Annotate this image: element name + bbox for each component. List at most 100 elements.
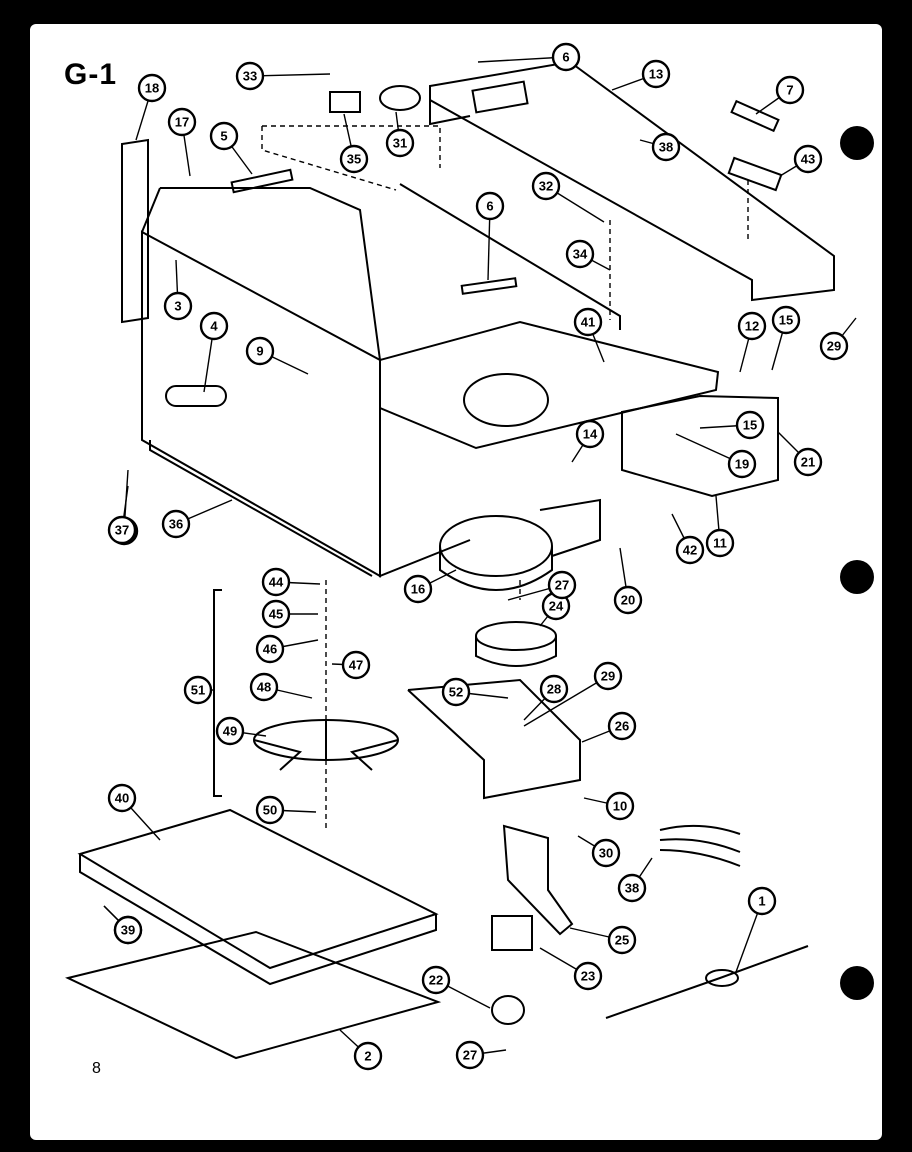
- callout-number: 2: [364, 1049, 371, 1064]
- binder-hole-top: [840, 126, 874, 160]
- latch-bar: [730, 99, 780, 133]
- callout-25: 25: [569, 925, 637, 955]
- callout-number: 26: [615, 719, 629, 734]
- callout-bubble: [209, 121, 239, 151]
- callout-bubble: [255, 634, 285, 664]
- callout-bubble: [617, 873, 647, 903]
- callout-bubble: [261, 599, 291, 629]
- callout-bubble: [775, 75, 805, 105]
- callout-49: 49: [215, 716, 267, 746]
- callout-bubble: [705, 528, 735, 558]
- callout-number: 48: [257, 680, 271, 695]
- bottom-shelf-edge: [79, 854, 437, 986]
- callout-27: 27: [455, 1040, 507, 1070]
- callout-7: 7: [755, 75, 805, 115]
- cabinet-top-edge: [160, 187, 381, 361]
- callout-bubble: [735, 410, 765, 440]
- callout-leader: [477, 56, 567, 63]
- callout-number: 3: [174, 299, 181, 314]
- callout-33: 33: [235, 61, 331, 91]
- callout-bubble: [215, 716, 245, 746]
- callout-bubble: [573, 961, 603, 991]
- callout-number: 47: [349, 658, 363, 673]
- callout-bubble: [403, 574, 433, 604]
- callout-bubble: [539, 674, 569, 704]
- callout-29: 29: [523, 661, 623, 727]
- callout-22: 22: [421, 965, 491, 1009]
- top-cover-window: [471, 80, 529, 114]
- callout-bubble: [593, 661, 623, 691]
- callout-number: 6: [486, 199, 493, 214]
- callout-bubble: [819, 331, 849, 361]
- callout-bubble: [613, 585, 643, 615]
- gasket: [460, 277, 518, 295]
- thermal-switch: [329, 91, 361, 113]
- callout-bubble: [245, 336, 275, 366]
- callout-11: 11: [705, 495, 735, 558]
- callout-6: 6: [475, 191, 505, 281]
- callout-44: 44: [261, 567, 321, 597]
- callout-29: 29: [819, 317, 857, 361]
- callout-9: 9: [245, 336, 309, 375]
- motor-plate: [475, 621, 557, 651]
- callout-bubble: [531, 171, 561, 201]
- callout-number: 38: [659, 140, 673, 155]
- callout-number: 30: [599, 846, 613, 861]
- callout-number: 34: [573, 247, 588, 262]
- power-cord: [605, 945, 809, 1019]
- callout-bubble: [771, 305, 801, 335]
- callout-15: 15: [699, 410, 765, 440]
- callout-48: 48: [249, 672, 313, 702]
- callout-number: 29: [601, 669, 615, 684]
- lamp-assembly: [165, 385, 227, 407]
- callout-28: 28: [523, 674, 569, 721]
- cabinet-bottom-edge: [149, 440, 373, 577]
- callout-number: 35: [347, 152, 361, 167]
- callout-bubble: [421, 965, 451, 995]
- callout-35: 35: [339, 113, 369, 174]
- callout-bubble: [475, 191, 505, 221]
- callout-26: 26: [581, 711, 637, 743]
- figure-id: G-1: [64, 58, 118, 91]
- callout-number: 4: [210, 319, 218, 334]
- fan-motor-bracket: [502, 824, 574, 936]
- callout-number: 21: [801, 455, 815, 470]
- callout-number: 12: [745, 319, 759, 334]
- parts-diagram-sheet: [30, 24, 882, 1140]
- callout-number: 14: [583, 427, 598, 442]
- callout-bubble: [575, 419, 605, 449]
- callout-41: 41: [573, 307, 605, 363]
- callout-leader: [523, 675, 609, 727]
- callout-number: 46: [263, 642, 277, 657]
- callout-38: 38: [617, 857, 653, 903]
- callout-45: 45: [261, 599, 318, 629]
- callout-number: 15: [779, 313, 793, 328]
- callout-bubble: [747, 886, 777, 916]
- callout-40: 40: [107, 783, 161, 841]
- callout-number: 39: [121, 923, 135, 938]
- cord-plug: [705, 969, 739, 987]
- callout-bubble: [793, 144, 823, 174]
- callout-bubble: [235, 61, 265, 91]
- callout-number: 7: [786, 83, 793, 98]
- callout-15: 15: [771, 305, 801, 371]
- callout-number: 51: [191, 683, 205, 698]
- floor-plate-hole: [463, 373, 549, 427]
- callout-bubble: [793, 447, 823, 477]
- cabinet-rear-rail: [399, 183, 621, 330]
- callout-bubble: [339, 144, 369, 174]
- callout-34: 34: [565, 239, 611, 271]
- assembly-lines: [261, 125, 749, 830]
- cabinet-floor-plate: [379, 320, 720, 450]
- callout-number: 11: [713, 536, 727, 551]
- callout-number: 16: [411, 582, 425, 597]
- callout-6: 6: [477, 42, 581, 72]
- callout-bubble: [183, 675, 213, 705]
- callout-number: 43: [801, 152, 815, 167]
- callout-number: 42: [683, 543, 697, 558]
- cover-plate: [727, 156, 783, 192]
- callout-layer: 1234566789101112131415151617181920212223…: [103, 42, 857, 1071]
- fan-motor: [491, 915, 533, 951]
- callout-bubble: [341, 650, 371, 680]
